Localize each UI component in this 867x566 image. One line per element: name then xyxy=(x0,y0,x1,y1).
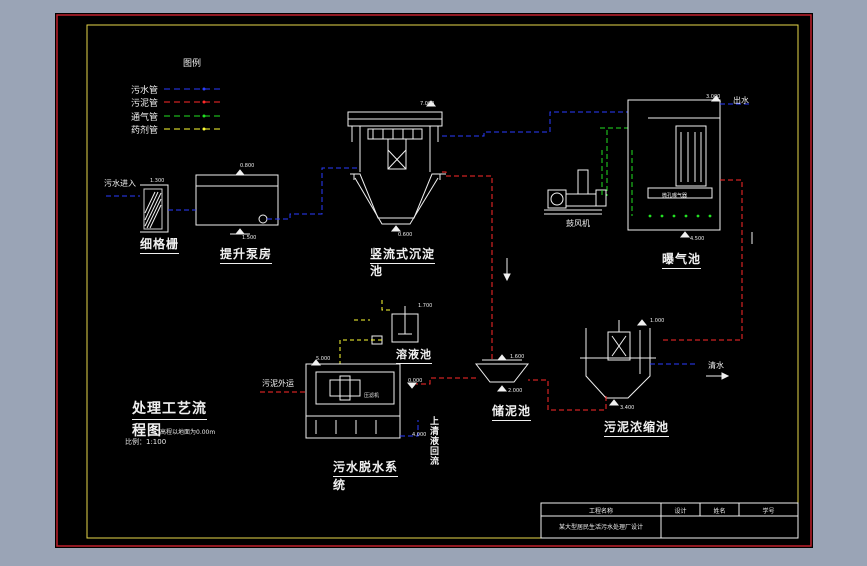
outlet-label: 出水 xyxy=(733,96,749,105)
blower-label: 鼓风机 xyxy=(566,219,590,228)
settler-label-2: 池 xyxy=(370,264,384,278)
dosing-tank-label: 溶液池 xyxy=(396,346,432,364)
elevation-mark: 2.000 xyxy=(508,388,523,394)
return-sludge-pipe xyxy=(660,179,743,341)
design-label: 设计 xyxy=(674,508,687,515)
sludge-storage-tank xyxy=(474,354,530,392)
storage-to-press-pipe xyxy=(416,377,476,385)
elevation-mark: 0.600 xyxy=(398,232,413,238)
name-label: 姓名 xyxy=(713,508,726,515)
elevation-mark: 4.000 xyxy=(412,432,427,438)
lift-pump-house xyxy=(195,169,279,235)
thickener-label: 污泥浓缩池 xyxy=(604,418,670,437)
elevation-mark: 1.500 xyxy=(242,235,257,241)
aerator-note: 微孔曝气器 xyxy=(662,193,688,199)
drawing-sheet xyxy=(55,13,813,548)
elevation-mark: 0.800 xyxy=(240,163,255,169)
elevation-mark: 3.400 xyxy=(620,405,635,411)
supernatant-label: 上清液回流 xyxy=(428,416,438,466)
sludge-thickener xyxy=(580,319,656,406)
blower xyxy=(544,169,607,215)
fine-screen-label: 细格栅 xyxy=(140,235,180,254)
project-name: 某大型居民生活污水处理厂设计 xyxy=(558,524,643,531)
aeration-tank xyxy=(627,95,722,238)
drawing-title: 处理工艺流 xyxy=(132,398,207,420)
legend-item-air: 通气管 xyxy=(131,113,159,123)
thickener-to-storage-pipe xyxy=(528,379,607,411)
elevation-mark: 4.500 xyxy=(690,236,705,242)
settler-label: 竖流式沉淀 xyxy=(370,245,436,264)
aeration-tank-label: 曝气池 xyxy=(662,250,702,269)
legend-title: 图例 xyxy=(183,59,202,69)
project-label: 工程名称 xyxy=(588,508,613,515)
storage-tank-label: 储泥池 xyxy=(492,402,532,421)
outer-frame xyxy=(56,14,812,547)
air-pipe-vertical xyxy=(601,130,608,196)
filter-press-label: 压滤机 xyxy=(364,393,380,399)
legend-item-sewage: 污水管 xyxy=(131,86,159,96)
flow-arrows xyxy=(503,99,753,380)
id-label: 学号 xyxy=(762,508,775,515)
legend-swatches xyxy=(164,87,222,131)
settler-sludge-pipe xyxy=(442,171,493,360)
air-pipe-main xyxy=(600,122,629,216)
dewater-label-2: 统 xyxy=(333,478,347,492)
legend-item-sludge: 污泥管 xyxy=(131,99,159,109)
pump-house-label: 提升泵房 xyxy=(220,245,273,264)
elevation-note: 高程以地面为0.00m xyxy=(160,429,216,436)
elevation-mark: 0.000 xyxy=(408,378,423,384)
fine-screen xyxy=(140,184,169,233)
elevation-mark: 5.000 xyxy=(316,356,331,362)
scale-note: 比例：1:100 xyxy=(125,438,167,446)
pump-to-settler-pipe xyxy=(267,167,358,220)
elevation-mark: 1.700 xyxy=(418,303,433,309)
inlet-label: 污水进入 xyxy=(104,179,136,188)
title-block xyxy=(540,502,799,539)
settler-to-aeration-pipe xyxy=(442,111,628,137)
vertical-flow-settler xyxy=(347,100,446,232)
dewatering-system xyxy=(305,359,418,439)
elevation-mark: 3.000 xyxy=(706,94,721,100)
chem-pipe-2 xyxy=(354,300,392,321)
legend-item-chemical: 药剂管 xyxy=(131,126,159,136)
elevation-mark: 1.000 xyxy=(650,318,665,324)
dewater-label: 污水脱水系 xyxy=(333,458,399,477)
outlet-label-2: 清水 xyxy=(708,361,724,370)
inner-frame xyxy=(86,24,799,539)
drawing-title-2: 程图 xyxy=(132,423,162,439)
elevation-mark: 1.600 xyxy=(510,354,525,360)
cake-out-label: 污泥外运 xyxy=(262,379,294,388)
diffuser-dots xyxy=(648,214,712,218)
elevation-mark: 1.300 xyxy=(150,178,165,184)
elevation-mark: 7.000 xyxy=(420,101,435,107)
filtrate-pipe xyxy=(400,420,419,437)
